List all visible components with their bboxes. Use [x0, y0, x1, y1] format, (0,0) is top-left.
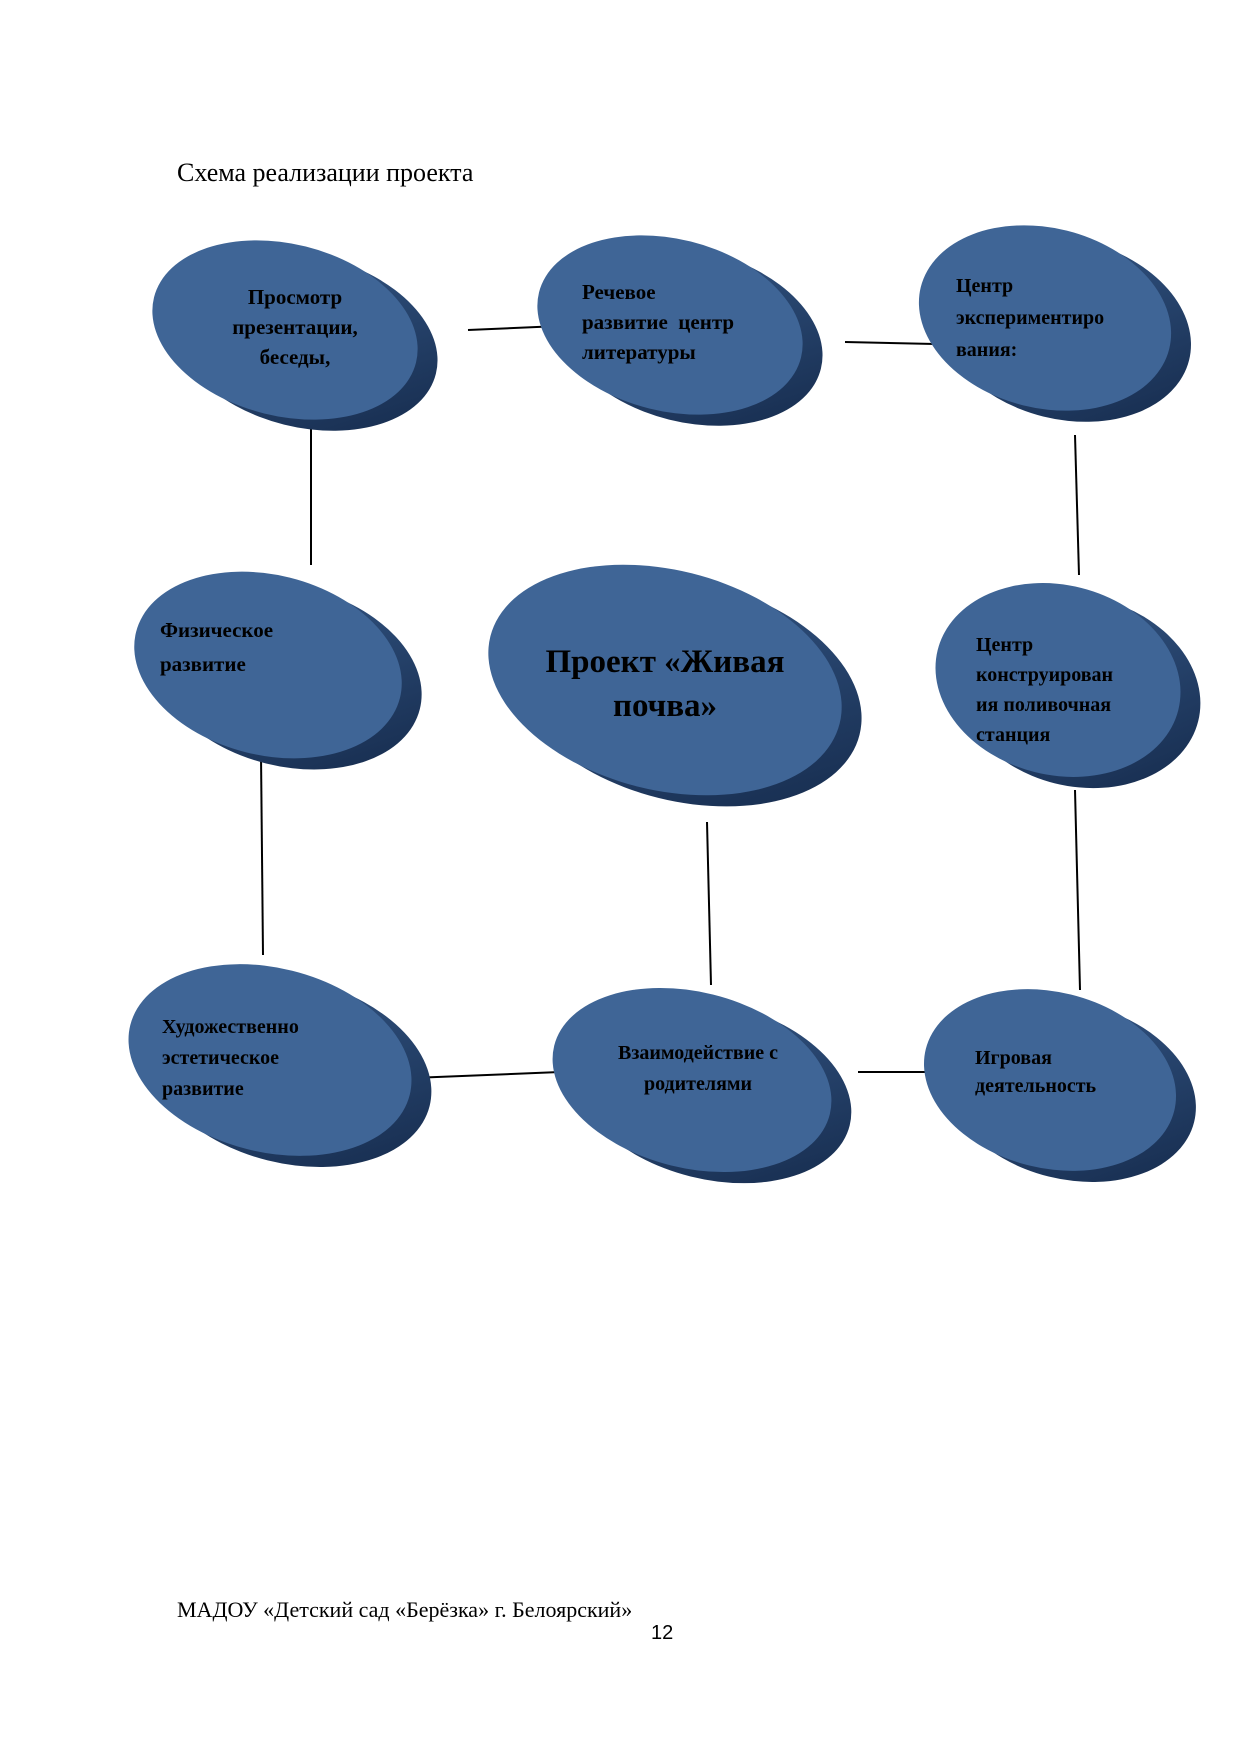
node-line: эксперименти­ро — [956, 307, 1105, 329]
node-art: Художественно эстетическое развитие — [162, 1012, 352, 1105]
connector-art-parents — [411, 1071, 561, 1079]
node-line: Центр — [956, 275, 1014, 297]
disc-physical-face — [134, 571, 402, 759]
disc-presentations — [152, 240, 438, 431]
page-title: Схема реализации проекта — [177, 158, 474, 187]
node-line: Художественно — [162, 1016, 299, 1038]
node-line: эстетическое — [162, 1047, 279, 1069]
disc-construction-face — [935, 583, 1181, 777]
node-line: родителями — [643, 1073, 753, 1095]
disc-center — [488, 564, 862, 807]
node-experiment: Центр эксперименти­ро вания: — [956, 270, 1146, 366]
connector-speech-experiment — [844, 341, 936, 345]
page-number: 12 — [651, 1622, 674, 1644]
disc-construction — [935, 583, 1201, 789]
node-line: станция — [976, 724, 1051, 746]
center-node-label: Проект «Живая почва» — [545, 644, 785, 724]
disc-art-face — [128, 964, 412, 1156]
disc-art — [128, 964, 432, 1167]
node-line: презентации, — [232, 315, 358, 339]
node-line: развитие — [160, 652, 246, 676]
disc-physical — [134, 571, 422, 770]
disc-parents — [552, 987, 852, 1184]
disc-parents-face — [552, 987, 832, 1173]
connector-experiment-construction — [1074, 434, 1080, 576]
node-speech: Речевое развитие центр литературы — [582, 277, 782, 367]
footer: МАДОУ «Детский сад «Берёзка» г. Белоярск… — [177, 1597, 633, 1622]
node-construction: Центр конструирован ия поливочная станци… — [976, 630, 1156, 750]
node-line: литературы — [582, 340, 696, 364]
node-presentations: Просмотр презентации, беседы, — [205, 282, 385, 372]
node-line: деятельность — [975, 1075, 1097, 1097]
node-line: вания: — [956, 339, 1018, 361]
connector-center-parents — [706, 821, 712, 986]
node-line: Игровая — [975, 1047, 1052, 1069]
disc-play — [923, 989, 1196, 1182]
node-line: Просмотр — [247, 285, 343, 309]
disc-speech — [537, 235, 823, 426]
connector-construction-play — [1074, 789, 1081, 991]
disc-center-face — [488, 564, 842, 796]
disc-play-face — [923, 989, 1177, 1171]
node-line: Физическое — [160, 618, 274, 642]
disc-presentations-face — [152, 240, 418, 420]
node-physical: Физическое развитие — [160, 613, 330, 681]
node-play: Игровая деятельность — [975, 1044, 1145, 1100]
node-line: развитие — [162, 1078, 244, 1100]
node-line: Взаимодействие с — [618, 1042, 778, 1064]
connector-physical-art — [260, 754, 264, 956]
node-parents: Взаимодействие с родителями — [588, 1038, 808, 1100]
disc-experiment-face — [918, 225, 1172, 411]
node-line: беседы, — [259, 345, 331, 369]
node-line: Речевое — [582, 280, 656, 304]
node-line: конструирован — [976, 664, 1114, 686]
node-line: ия поливочная — [976, 694, 1112, 716]
disc-experiment — [918, 225, 1191, 422]
node-line: Центр — [976, 634, 1034, 656]
disc-speech-face — [537, 235, 803, 415]
node-line: развитие центр — [582, 310, 735, 334]
